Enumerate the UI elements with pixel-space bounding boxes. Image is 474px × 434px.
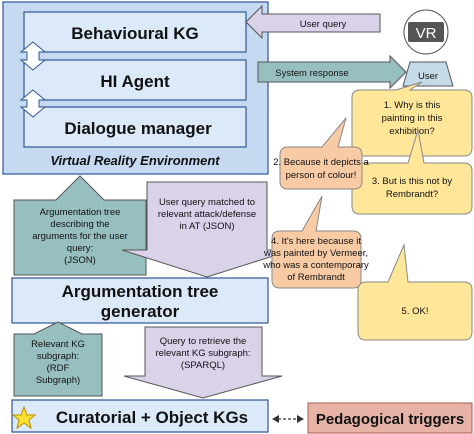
svg-text:User query matched to: User query matched to: [159, 197, 255, 208]
vr-label: VR: [416, 25, 437, 42]
argumentation-tree-json-text: Argumentation tree describing the argume…: [32, 207, 128, 266]
vr-headset-icon: [408, 22, 444, 42]
dashed-arrowhead-left-icon: [272, 415, 279, 423]
dialogue-manager-label: Dialogue manager: [64, 119, 212, 138]
user-body-icon: [402, 61, 454, 87]
dialogue-1-line-3: exhibition?: [389, 126, 434, 137]
vr-environment-label: Virtual Reality Environment: [50, 153, 220, 168]
svg-text:Subgraph): Subgraph): [36, 375, 80, 386]
dashed-arrowhead-right-icon: [297, 415, 304, 423]
system-response-arrow: [257, 54, 407, 90]
dialogue-manager-box: [23, 106, 247, 148]
pedagogical-triggers-box: [307, 402, 473, 434]
dialogue-2-line-1: 2. Because it depicts a: [273, 157, 369, 168]
svg-text:relevant KG subgraph:: relevant KG subgraph:: [155, 348, 250, 359]
behavioural-kg-box: [23, 11, 247, 53]
dialogue-2-line-2: person of colour!: [286, 170, 357, 181]
relevant-kg-arrow: [13, 321, 103, 397]
svg-text:arguments for the user: arguments for the user: [32, 231, 128, 242]
dialogue-4-line-4: of Rembrandt: [287, 272, 345, 283]
svg-text:Relevant KG: Relevant KG: [31, 339, 85, 350]
svg-text:(RDF: (RDF: [47, 363, 70, 374]
svg-text:describing the: describing the: [50, 219, 109, 230]
relevant-kg-text: Relevant KG subgraph: (RDF Subgraph): [31, 339, 85, 386]
pedagogical-triggers-label: Pedagogical triggers: [316, 411, 464, 428]
user-label: User: [418, 71, 438, 82]
svg-text:Query to retrieve the: Query to retrieve the: [160, 336, 247, 347]
hi-agent-label: HI Agent: [100, 72, 170, 91]
star-icon: [11, 405, 37, 430]
query-retrieve-text: Query to retrieve the relevant KG subgra…: [155, 336, 250, 371]
query-retrieve-arrow: [123, 326, 283, 399]
query-matched-arrow: [121, 181, 293, 278]
svg-text:(SPARQL): (SPARQL): [181, 360, 225, 371]
dialogue-4-line-2: was painted by Vermeer,: [263, 248, 368, 259]
argumentation-generator-label-2: generator: [101, 302, 180, 321]
behavioural-kg-label: Behavioural KG: [71, 24, 199, 43]
dialogue-bubble-4: [271, 195, 362, 289]
dialogue-4-line-3: who was a contemporary: [262, 260, 369, 271]
dialogue-bubble-5: [357, 243, 473, 341]
dialogue-3-line-1: 3. But is this not by: [372, 176, 453, 187]
dialogue-bubble-1: [351, 81, 473, 157]
dialogue-4-line-1: 4. It's here because it: [271, 236, 361, 247]
curatorial-kg-box: [11, 399, 269, 433]
dialogue-1-line-1: 1. Why is this: [384, 100, 441, 111]
system-response-label: System response: [275, 68, 348, 79]
svg-text:Argumentation tree: Argumentation tree: [40, 207, 121, 218]
double-arrow-kg-agent: [19, 41, 47, 71]
user-query-arrow: [245, 4, 381, 40]
svg-text:subgraph:: subgraph:: [37, 351, 79, 362]
argumentation-generator-box: [11, 277, 269, 324]
double-arrow-agent-dialogue: [19, 89, 47, 118]
hi-agent-box: [23, 59, 247, 101]
user-query-label: User query: [300, 19, 347, 30]
dialogue-5-line-1: 5. OK!: [402, 306, 429, 317]
dialogue-1-line-2: painting in this: [382, 113, 443, 124]
dialogue-bubble-2: [279, 117, 363, 190]
svg-text:query:: query:: [67, 243, 93, 254]
svg-text:in AT (JSON): in AT (JSON): [179, 221, 234, 232]
dialogue-3-line-2: Rembrandt?: [386, 189, 438, 200]
argumentation-tree-json-arrow: [13, 175, 147, 276]
query-matched-text: User query matched to relevant attack/de…: [158, 197, 256, 232]
svg-text:(JSON): (JSON): [64, 255, 96, 266]
svg-text:relevant attack/defense: relevant attack/defense: [158, 209, 256, 220]
curatorial-kg-label: Curatorial + Object KGs: [56, 408, 248, 427]
argumentation-generator-label-1: Argumentation tree: [62, 282, 219, 301]
